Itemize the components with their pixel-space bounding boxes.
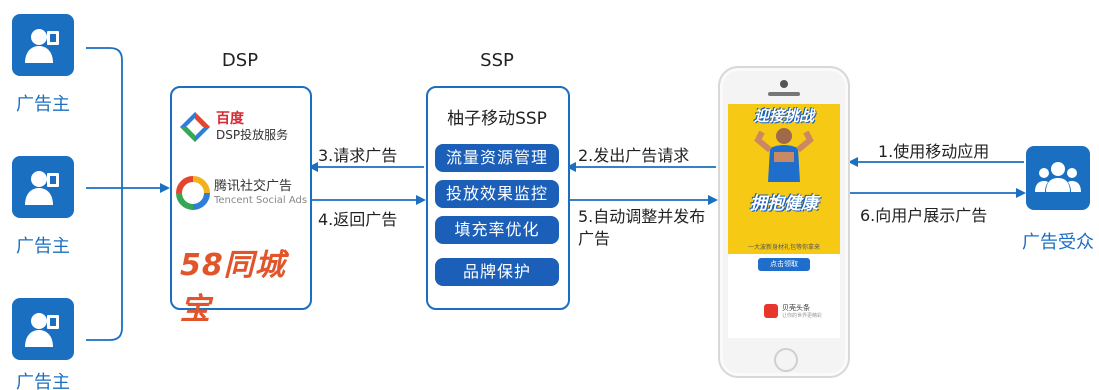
baidu-service: DSP投放服务 (216, 128, 289, 142)
dsp-panel: 百度 DSP投放服务 腾讯社交广告 Tencent Social Ads 58同… (170, 86, 312, 327)
advertiser-label: 广告主 (16, 236, 70, 257)
ad-headline-1: 迎接挑战 (753, 107, 814, 125)
flow-send-request-label: 2.发出广告请求 (578, 146, 690, 165)
dsp-title: DSP (221, 50, 259, 71)
tencent-name-en: Tencent Social Ads (214, 195, 308, 206)
ad-headline-2: 拥抱健康 (750, 194, 818, 214)
phone-camera (780, 80, 788, 88)
ad-subtext: 一大波新身材礼包等你拿来 (747, 244, 820, 251)
advertiser-icon (12, 298, 74, 360)
baidu-name: 百度 (216, 111, 244, 127)
flow-auto-adjust-label: 5.自动调整并发布广告 (578, 207, 706, 248)
phone-speaker (768, 92, 800, 96)
user-icon (25, 313, 59, 347)
ssp-item: 投放效果监控 (435, 180, 559, 208)
advertiser-label: 广告主 (16, 94, 70, 115)
ssp-item: 品牌保护 (435, 258, 559, 286)
audience-label: 广告受众 (1022, 232, 1094, 253)
ssp-title: SSP (480, 50, 514, 71)
tencent-ads-logo: 腾讯社交广告 Tencent Social Ads (176, 176, 307, 210)
phone-screen: 迎接挑战 拥抱健康 一大波新身材礼包等你拿来 点击领取 贝壳头条 让你的世界更精… (728, 104, 840, 338)
app-subtitle: 让你的世界更精彩 (782, 313, 823, 319)
flow-return-label: 4.返回广告 (318, 210, 398, 229)
app-name: 贝壳头条 (782, 304, 810, 312)
user-icon (25, 29, 59, 63)
ssp-item: 填充率优化 (435, 216, 559, 244)
phone-home-button (774, 348, 798, 372)
advertiser-connector (86, 47, 123, 341)
group-icon (1035, 162, 1081, 192)
ad-claim-button[interactable]: 点击领取 (758, 258, 810, 271)
flow-use-app-label: 1.使用移动应用 (878, 142, 990, 161)
advertiser-icon (12, 156, 74, 218)
ssp-panel: 柚子移动SSP 流量资源管理 投放效果监控 填充率优化 品牌保护 (426, 86, 570, 310)
audience-icon (1026, 146, 1090, 210)
ssp-panel-title: 柚子移动SSP (447, 109, 547, 129)
advertiser-label: 广告主 (16, 372, 70, 390)
tencent-name: 腾讯社交广告 (214, 179, 293, 194)
user-icon (25, 171, 59, 205)
athlete-image (754, 128, 814, 182)
flow-request-label: 3.请求广告 (318, 146, 398, 165)
advertiser-icon (12, 14, 74, 76)
ad-banner: 迎接挑战 拥抱健康 一大波新身材礼包等你拿来 (728, 104, 840, 254)
brand-58-logo: 58同城宝 (180, 248, 286, 327)
ssp-item: 流量资源管理 (435, 144, 559, 172)
app-logo-icon (764, 304, 778, 318)
baidu-logo-icon (180, 112, 210, 142)
flow-show-ad-label: 6.向用户展示广告 (860, 206, 988, 225)
mobile-phone: 迎接挑战 拥抱健康 一大波新身材礼包等你拿来 点击领取 贝壳头条 让你的世界更精… (718, 66, 850, 378)
baidu-dsp-logo: 百度 DSP投放服务 (178, 110, 288, 144)
tencent-logo-icon (176, 176, 210, 210)
